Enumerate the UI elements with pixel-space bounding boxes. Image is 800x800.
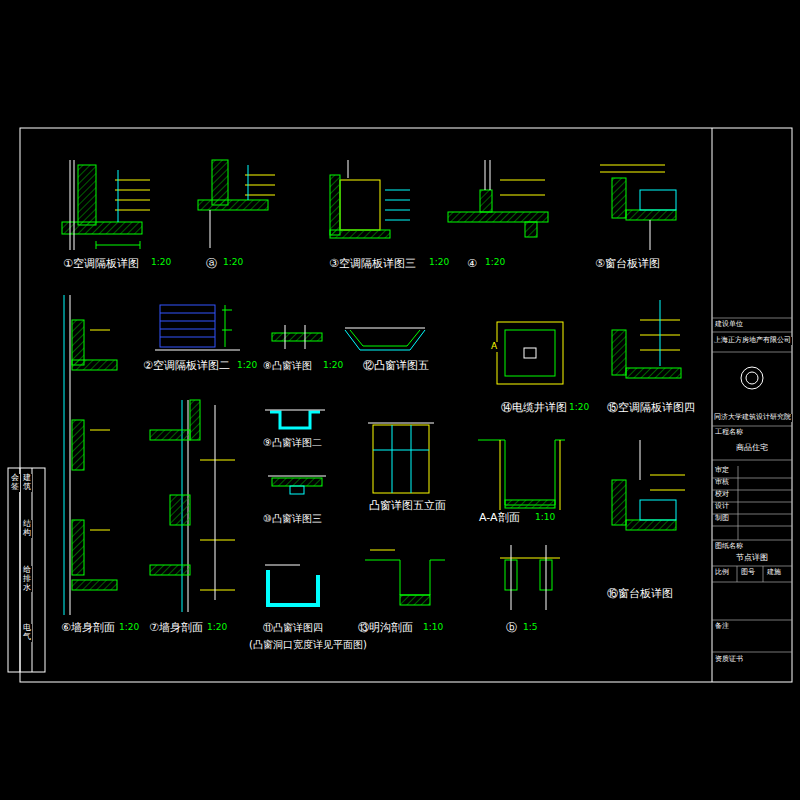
drawing-label: ⑨凸窗详图二	[262, 437, 323, 448]
drawing-label: 1:20	[236, 361, 258, 371]
drawing-label: 1:10	[422, 623, 444, 633]
drawing-label: ⑦墙身剖面	[148, 622, 204, 634]
drawing-label: 比例	[714, 569, 730, 577]
vertical-label: 会签	[10, 474, 20, 492]
drawing-label: 同济大学建筑设计研究院	[713, 414, 792, 422]
drawing-label: ⓑ	[505, 622, 518, 634]
drawing-label: 1:20	[206, 623, 228, 633]
drawing-label: 节点详图	[735, 554, 769, 563]
drawing-label: 资质证书	[714, 656, 744, 664]
drawing-label: 1:20	[568, 403, 590, 413]
drawing-label: 审定	[714, 467, 730, 475]
drawing-label: 1:20	[428, 258, 450, 268]
drawing-label: 设计	[714, 503, 730, 511]
drawing-label: ⑥墙身剖面	[60, 622, 116, 634]
drawing-label: 1:20	[118, 623, 140, 633]
drawing-label: ②空调隔板详图二	[142, 360, 231, 372]
vertical-label: 电气	[22, 624, 32, 642]
drawing-label: 建设单位	[714, 321, 744, 329]
drawing-label: ③空调隔板详图三	[328, 258, 417, 270]
drawing-label: ①空调隔板详图	[62, 258, 140, 270]
drawing-label: A-A剖面	[478, 512, 521, 524]
drawing-label: 1:5	[522, 623, 538, 633]
drawing-label: 备注	[714, 623, 730, 631]
drawing-label: ⓐ	[205, 258, 218, 270]
drawing-label: ⑯窗台板详图	[606, 588, 674, 600]
drawing-label: 凸窗详图五立面	[368, 500, 447, 512]
drawing-label: ⑤窗台板详图	[594, 258, 661, 270]
drawing-label: A	[490, 342, 498, 352]
drawing-label: ④	[466, 258, 478, 270]
drawing-label: 校对	[714, 491, 730, 499]
drawing-label: 1:20	[322, 361, 344, 371]
drawing-label: ⑩凸窗详图三	[262, 513, 323, 524]
drawing-label: ⑫凸窗详图五	[362, 360, 430, 372]
drawing-label: 商品住宅	[735, 444, 769, 453]
drawing-label: ⑪凸窗详图四	[262, 622, 324, 633]
vertical-label: 建筑	[22, 474, 32, 492]
drawing-label: (凸窗洞口宽度详见平面图)	[248, 639, 368, 650]
drawing-label: 审核	[714, 479, 730, 487]
drawing-label: ⑮空调隔板详图四	[606, 402, 696, 414]
drawing-label: 建施	[766, 569, 782, 577]
vertical-label: 结构	[22, 520, 32, 538]
drawing-label: 工程名称	[714, 429, 744, 437]
drawing-label: ⑭电缆井详图	[500, 402, 568, 414]
drawing-label: 1:20	[222, 258, 244, 268]
drawing-label: 图号	[740, 569, 756, 577]
drawing-label: 图纸名称	[714, 543, 744, 551]
drawing-label: 上海正方房地产有限公司	[713, 337, 792, 345]
drawing-label: 制图	[714, 515, 730, 523]
vertical-label: 给排水	[22, 566, 32, 592]
drawing-label: ⑧凸窗详图	[262, 360, 313, 371]
drawing-label: 1:20	[150, 258, 172, 268]
drawing-label: ⑬明沟剖面	[357, 622, 414, 634]
drawing-label: 1:20	[484, 258, 506, 268]
drawing-label: 1:10	[534, 513, 556, 523]
